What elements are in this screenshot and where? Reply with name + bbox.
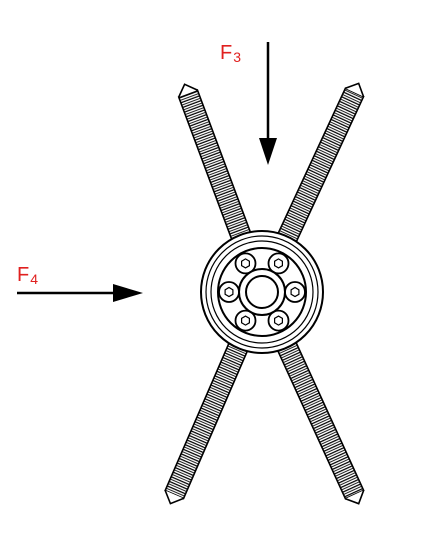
bearing-bore <box>245 275 279 309</box>
force-label-f4: F4 <box>17 264 39 287</box>
bearing-ball-socket <box>224 286 234 298</box>
force-label-f3-letter: F <box>220 42 233 64</box>
force-arrow-f3 <box>259 42 277 165</box>
bearing-balls <box>218 252 306 332</box>
force-label-f4-subscript: 4 <box>30 271 39 287</box>
bearing-ball-socket <box>274 258 283 269</box>
bearing-outer-race-ring <box>205 235 319 349</box>
bearing-ball-socket <box>241 315 250 326</box>
force-label-f4-letter: F <box>17 264 30 286</box>
bearing-outer-race-ring <box>210 240 314 344</box>
ball-bearing-icon <box>200 230 324 354</box>
force-arrow-f4 <box>17 284 143 302</box>
force-label-f3-subscript: 3 <box>233 49 242 65</box>
force-label-f3: F3 <box>220 42 242 65</box>
bearing-ball-socket <box>274 315 283 326</box>
bearing-ball-socket <box>290 286 300 298</box>
bearing-ball-socket <box>241 258 250 269</box>
